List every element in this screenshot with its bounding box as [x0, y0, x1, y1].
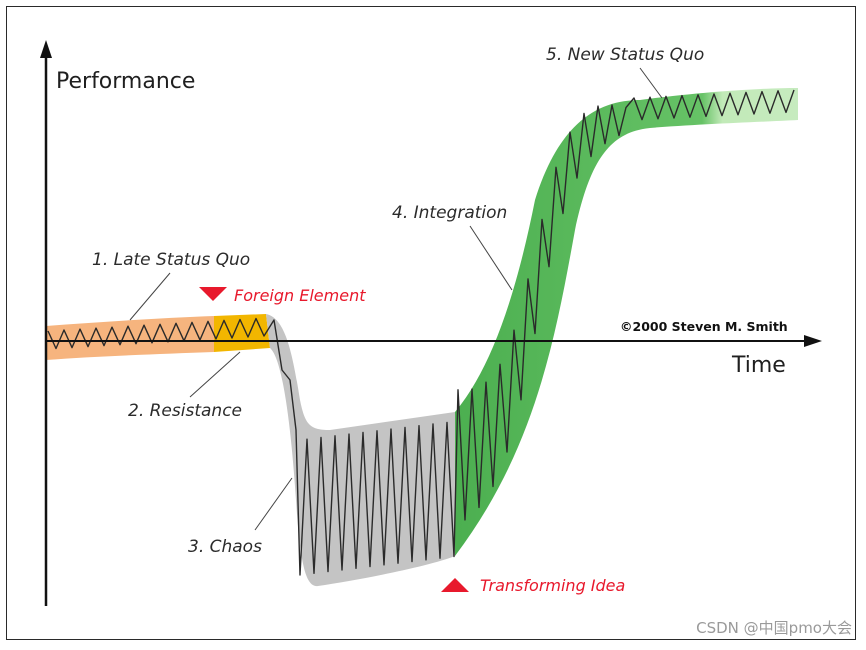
stage-label-new-status-quo: 5. New Status Quo — [546, 45, 704, 65]
copyright-text: ©2000 Steven M. Smith — [620, 319, 788, 334]
band-integration-and-new-status-quo — [455, 88, 798, 556]
y-axis-arrowhead — [40, 40, 52, 58]
y-axis-label: Performance — [56, 69, 195, 94]
stage-label-resistance: 2. Resistance — [128, 401, 242, 421]
stage-label-integration: 4. Integration — [392, 203, 507, 223]
transforming-idea-label: Transforming Idea — [480, 576, 625, 595]
stage-label-late-status-quo: 1. Late Status Quo — [92, 250, 250, 270]
stage-label-chaos: 3. Chaos — [188, 537, 262, 557]
leader-integration — [469, 225, 513, 291]
foreign-element-label: Foreign Element — [234, 286, 366, 305]
watermark: CSDN @中国pmo大会 — [696, 619, 852, 637]
band-resistance — [214, 314, 270, 352]
x-axis-label: Time — [731, 353, 786, 378]
x-axis-arrowhead — [804, 335, 822, 347]
leader-late-status-quo — [129, 272, 171, 321]
band-late-status-quo — [46, 316, 214, 360]
foreign-element-marker — [199, 287, 227, 301]
leader-resistance — [189, 351, 241, 398]
transforming-idea-marker — [441, 578, 469, 592]
leader-new-status-quo — [639, 67, 663, 99]
band-chaos — [266, 314, 455, 587]
performance-line — [47, 89, 795, 576]
leader-chaos — [254, 477, 293, 531]
